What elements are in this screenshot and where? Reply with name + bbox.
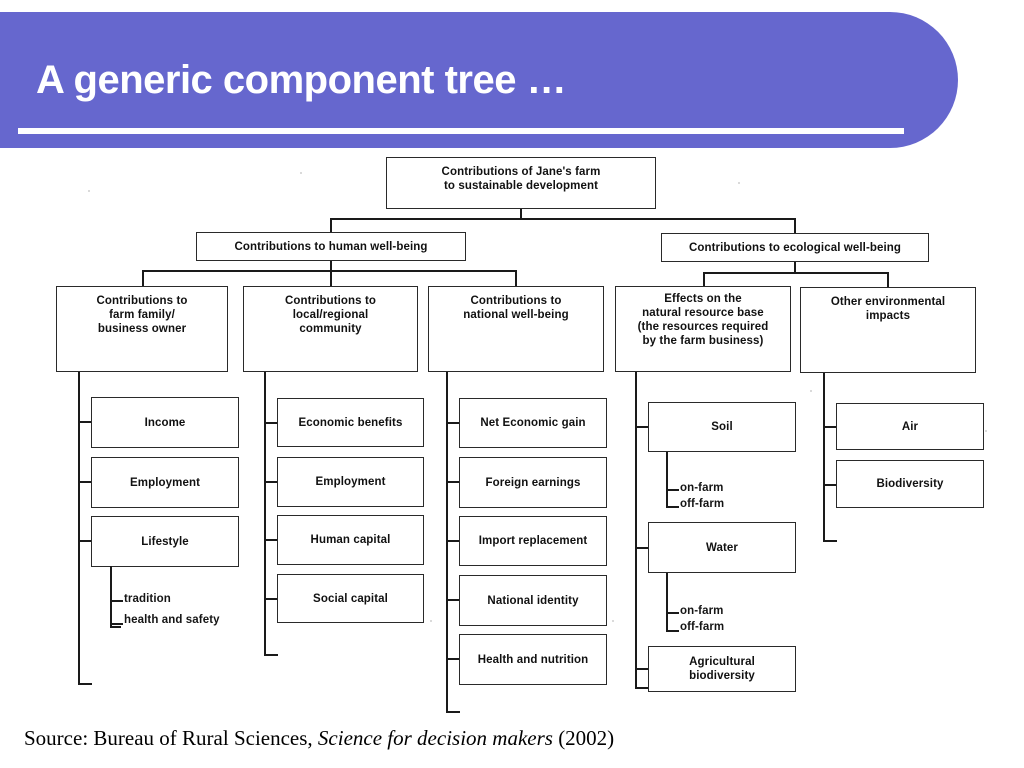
source-prefix: Source: Bureau of Rural Sciences, (24, 726, 318, 750)
trunk-column2 (264, 372, 266, 655)
subitem-water-off-farm[interactable]: off-farm (680, 621, 725, 633)
leaf-economic-benefits[interactable]: Economic benefits (277, 398, 424, 447)
node-other-environmental[interactable]: Other environmental impacts (800, 287, 976, 373)
connector-eco-down (794, 262, 796, 273)
leaf-soil[interactable]: Soil (648, 402, 796, 452)
leaf-agricultural-biodiversity[interactable]: Agricultural biodiversity (648, 646, 796, 692)
tick-employment-c2 (264, 481, 278, 483)
subitem-tradition[interactable]: tradition (124, 593, 171, 605)
tick-economic-benefits (264, 422, 278, 424)
speckle (810, 390, 812, 392)
trunk-column3-foot (446, 711, 460, 713)
leaf-net-economic-gain[interactable]: Net Economic gain (459, 398, 607, 448)
source-citation: Source: Bureau of Rural Sciences, Scienc… (24, 726, 614, 751)
page-title: A generic component tree … (36, 58, 567, 102)
connector-human-c2-drop (330, 270, 332, 286)
trunk-column4 (635, 372, 637, 688)
trunk-column4-foot (635, 687, 649, 689)
tick-foreign-earnings (446, 481, 460, 483)
source-title: Science for decision makers (317, 726, 553, 750)
tick-human-capital (264, 539, 278, 541)
node-human-wellbeing[interactable]: Contributions to human well-being (196, 232, 466, 261)
connector-human-bus (142, 270, 517, 272)
leaf-health-and-nutrition[interactable]: Health and nutrition (459, 634, 607, 685)
tick-water (635, 547, 649, 549)
tick-tradition (110, 600, 123, 602)
connector-level2-bus (330, 218, 796, 220)
leaf-human-capital[interactable]: Human capital (277, 515, 424, 565)
leaf-air[interactable]: Air (836, 403, 984, 450)
speckle (88, 190, 90, 192)
trunk-column5 (823, 373, 825, 541)
subitem-water-on-farm[interactable]: on-farm (680, 605, 724, 617)
speckle (985, 430, 987, 432)
speckle (738, 182, 740, 184)
trunk-column5-foot (823, 540, 837, 542)
tick-water-on-farm (666, 612, 679, 614)
tick-biodiversity (823, 484, 837, 486)
tick-air (823, 426, 837, 428)
leaf-employment-c2[interactable]: Employment (277, 457, 424, 507)
trunk-column3 (446, 372, 448, 712)
connector-eco-bus (703, 272, 889, 274)
leaf-social-capital[interactable]: Social capital (277, 574, 424, 623)
leaf-foreign-earnings[interactable]: Foreign earnings (459, 457, 607, 508)
source-suffix: (2002) (552, 726, 615, 750)
tick-health-and-nutrition (446, 658, 460, 660)
trunk-column1-foot (78, 683, 92, 685)
subtrunk-soil (666, 452, 668, 507)
subitem-soil-off-farm[interactable]: off-farm (680, 498, 725, 510)
node-root[interactable]: Contributions of Jane's farm to sustaina… (386, 157, 656, 209)
tick-column1-income (78, 421, 92, 423)
node-farm-family[interactable]: Contributions to farm family/ business o… (56, 286, 228, 372)
speckle (612, 620, 614, 622)
tick-agricultural-biodiversity (635, 668, 649, 670)
tick-soil-on-farm (666, 489, 679, 491)
leaf-national-identity[interactable]: National identity (459, 575, 607, 626)
connector-eco-c5-drop (887, 272, 889, 288)
tick-social-capital (264, 598, 278, 600)
node-national-wellbeing[interactable]: Contributions to national well-being (428, 286, 604, 372)
node-ecological-wellbeing[interactable]: Contributions to ecological well-being (661, 233, 929, 262)
tick-column1-employment (78, 481, 92, 483)
node-natural-resource-base[interactable]: Effects on the natural resource base (th… (615, 286, 791, 372)
tick-soil-off-farm (666, 506, 679, 508)
leaf-lifestyle[interactable]: Lifestyle (91, 516, 239, 567)
leaf-water[interactable]: Water (648, 522, 796, 573)
connector-level2-right-drop (794, 218, 796, 233)
connector-human-c1-drop (142, 270, 144, 286)
tick-health-safety (110, 623, 123, 625)
leaf-income[interactable]: Income (91, 397, 239, 448)
speckle (430, 620, 432, 622)
trunk-column2-foot (264, 654, 278, 656)
trunk-column1 (78, 372, 80, 684)
header-banner (0, 12, 958, 148)
connector-human-down (330, 261, 332, 272)
subtrunk-water (666, 573, 668, 631)
tick-water-off-farm (666, 630, 679, 632)
subtrunk-lifestyle (110, 566, 112, 627)
connector-human-c3-drop (515, 270, 517, 286)
subtrunk-lifestyle-foot (110, 626, 121, 628)
speckle (300, 172, 302, 174)
connector-root-down (520, 209, 522, 219)
tick-net-economic-gain (446, 422, 460, 424)
tick-national-identity (446, 599, 460, 601)
subitem-health-and-safety[interactable]: health and safety (124, 614, 220, 626)
subitem-soil-on-farm[interactable]: on-farm (680, 482, 724, 494)
tick-import-replacement (446, 540, 460, 542)
node-local-community[interactable]: Contributions to local/regional communit… (243, 286, 418, 372)
leaf-employment-c1[interactable]: Employment (91, 457, 239, 508)
header-underline (18, 128, 904, 134)
connector-eco-c4-drop (703, 272, 705, 288)
leaf-import-replacement[interactable]: Import replacement (459, 516, 607, 566)
tick-soil (635, 426, 649, 428)
leaf-biodiversity[interactable]: Biodiversity (836, 460, 984, 508)
connector-level2-left-drop (330, 218, 332, 233)
tick-column1-lifestyle (78, 540, 92, 542)
